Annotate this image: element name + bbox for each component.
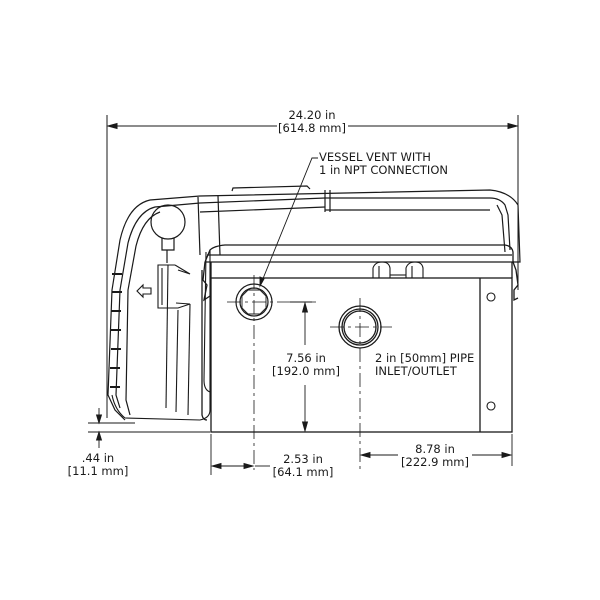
pipe-callout: 2 in [50mm] PIPE INLET/OUTLET bbox=[375, 352, 474, 378]
arrow-left-icon bbox=[136, 283, 152, 299]
vent-height-label: 7.56 in [192.0 mm] bbox=[270, 352, 342, 378]
base-offset-dimension bbox=[88, 408, 210, 448]
overall-width-imperial: 24.20 in bbox=[288, 108, 336, 122]
inlet-offset-imperial: 8.78 in bbox=[415, 442, 455, 456]
vent-callout-line1: VESSEL VENT WITH bbox=[319, 150, 431, 164]
inlet-offset-metric: [222.9 mm] bbox=[401, 455, 469, 469]
vent-offset-imperial: 2.53 in bbox=[283, 452, 323, 466]
overall-width-metric: [614.8 mm] bbox=[278, 121, 346, 135]
base-offset-imperial: .44 in bbox=[81, 451, 115, 465]
vent-offset-metric: [64.1 mm] bbox=[272, 465, 334, 479]
tank-body bbox=[201, 244, 519, 433]
inlet-offset-label: 8.78 in [222.9 mm] bbox=[401, 443, 469, 469]
vent-callout-line2: 1 in NPT CONNECTION bbox=[319, 163, 448, 177]
vent-offset-dimension bbox=[210, 434, 270, 475]
overall-width-dimension bbox=[106, 115, 519, 418]
vent-height-imperial: 7.56 in bbox=[286, 351, 326, 365]
lid-housing bbox=[107, 185, 521, 421]
pipe-callout-line1: 2 in [50mm] PIPE bbox=[375, 351, 475, 365]
vent-height-metric: [192.0 mm] bbox=[272, 364, 340, 378]
vent-height-dimension bbox=[290, 301, 312, 433]
lid-vent-ball bbox=[150, 204, 186, 263]
top-fittings bbox=[372, 261, 424, 278]
base-offset-label: .44 in [11.1 mm] bbox=[68, 452, 129, 478]
vent-callout: VESSEL VENT WITH 1 in NPT CONNECTION bbox=[319, 151, 448, 177]
overall-width-label: 24.20 in [614.8 mm] bbox=[278, 109, 346, 135]
level-gauge-ticks bbox=[110, 273, 122, 388]
mounting-hole-bottom bbox=[486, 401, 496, 411]
vent-leader bbox=[259, 157, 318, 288]
inlet-offset-dimension bbox=[359, 434, 513, 466]
base-offset-metric: [11.1 mm] bbox=[67, 464, 129, 478]
vent-offset-label: 2.53 in [64.1 mm] bbox=[273, 453, 334, 479]
mounting-hole-top bbox=[486, 292, 496, 302]
pipe-callout-line2: INLET/OUTLET bbox=[375, 364, 457, 378]
lid-handle-channel bbox=[111, 250, 211, 421]
